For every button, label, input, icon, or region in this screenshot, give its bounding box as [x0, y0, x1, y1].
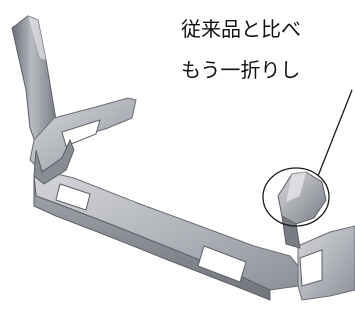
- annotation-line-1: 従来品と比べ: [181, 17, 301, 41]
- callout-circle: [262, 167, 330, 227]
- callout: [262, 89, 353, 227]
- annotation-line-2: もう一折りし: [181, 58, 301, 82]
- right-tab: [297, 225, 355, 301]
- extra-fold-detail: [277, 171, 327, 249]
- callout-leader-line: [317, 89, 353, 177]
- lower-strip: [33, 169, 301, 301]
- middle-fold: [33, 138, 75, 185]
- upper-strip: [29, 97, 137, 173]
